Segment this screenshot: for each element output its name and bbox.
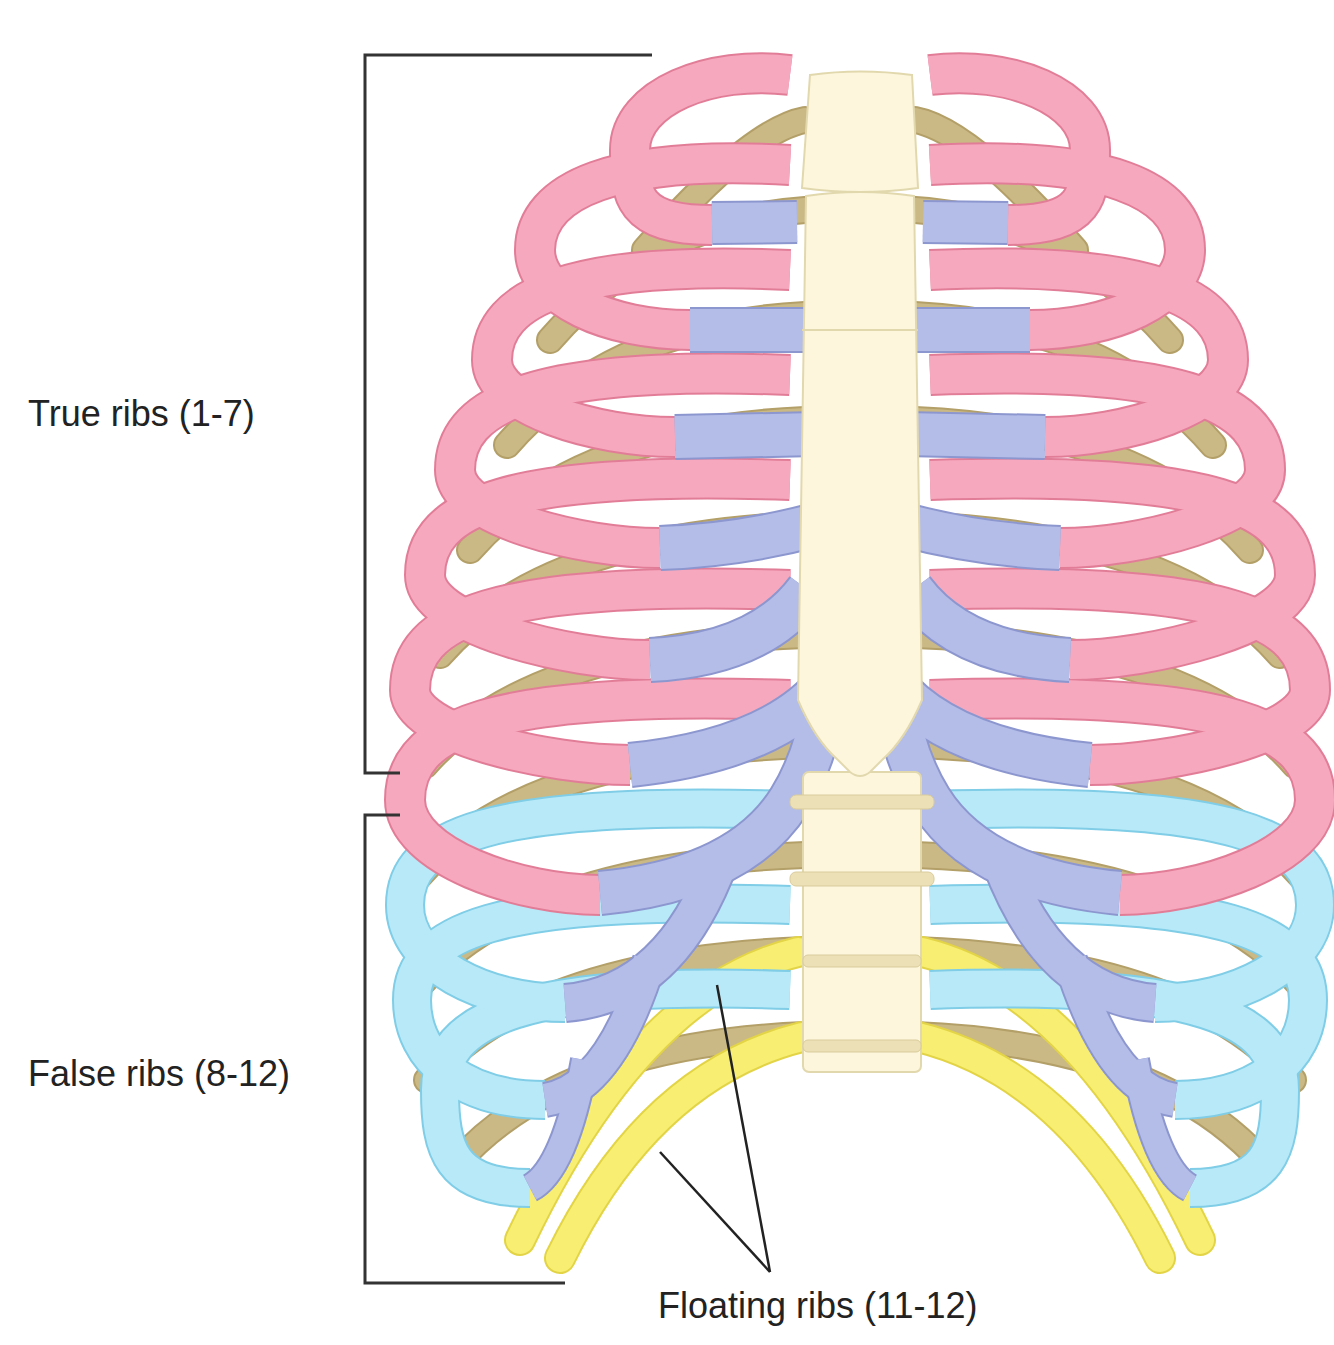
- sternum: [798, 72, 922, 777]
- leader-line: [660, 985, 770, 1272]
- region-label: Floating ribs (11-12): [658, 1284, 977, 1327]
- region-label: False ribs (8-12): [28, 1052, 290, 1095]
- region-label: True ribs (1-7): [28, 392, 255, 435]
- rib-cage-right: [890, 73, 1315, 1258]
- spine: [790, 772, 934, 1072]
- rib-cage-left: [405, 73, 830, 1258]
- bracket: [365, 55, 652, 1283]
